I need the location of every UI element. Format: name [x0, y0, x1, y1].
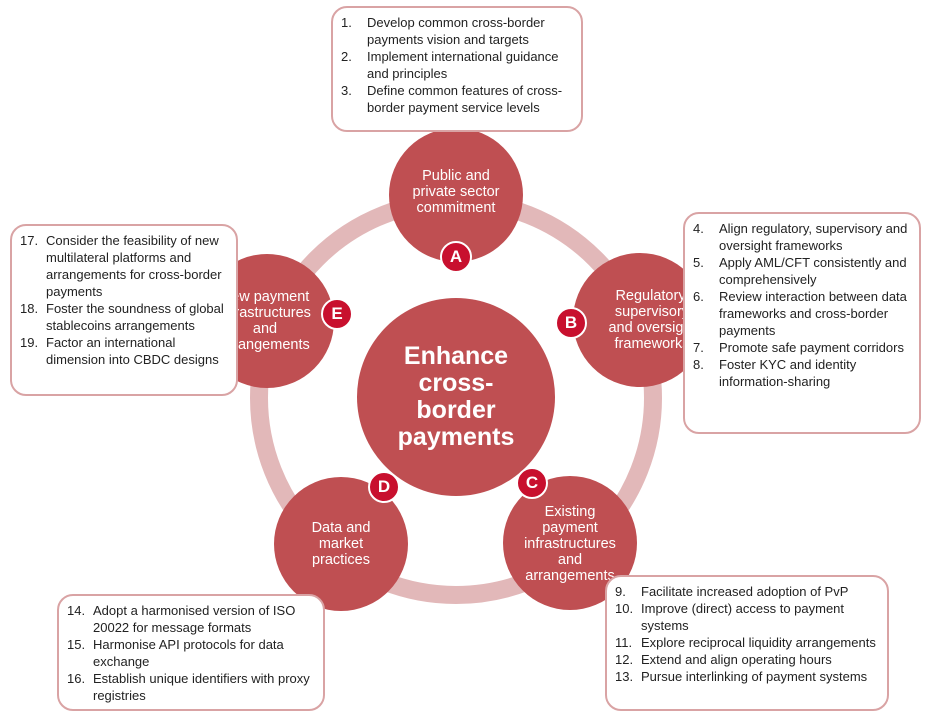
- action-item: 3.Define common features of cross-border…: [341, 83, 563, 115]
- box-e-actions: 17.Consider the feasibility of new multi…: [10, 224, 238, 396]
- action-item: 11.Explore reciprocal liquidity arrangem…: [615, 635, 876, 650]
- center-label: Enhance cross- border payments: [397, 342, 515, 451]
- badge-e: E: [321, 298, 353, 330]
- badge-c: C: [516, 467, 548, 499]
- badge-d: D: [368, 471, 400, 503]
- box-b-actions: 4.Align regulatory, supervisory and over…: [683, 212, 921, 434]
- box-a-actions: 1.Develop common cross-border payments v…: [331, 6, 583, 132]
- action-item: 10.Improve (direct) access to payment sy…: [615, 601, 845, 633]
- pillar-a-label: Public and private sector commitment: [412, 168, 500, 216]
- action-item: 18.Foster the soundness of global stable…: [20, 301, 224, 333]
- pillar-a-circle: Public and private sector commitment: [389, 128, 523, 262]
- action-item: 5.Apply AML/CFT consistently and compreh…: [693, 255, 907, 287]
- action-item: 17.Consider the feasibility of new multi…: [20, 233, 222, 299]
- pillar-c-label: Existing payment infrastructures and arr…: [524, 504, 616, 584]
- pillar-b-label: Regulatory, supervisory and oversight fr…: [608, 288, 696, 352]
- action-item: 2.Implement international guidance and p…: [341, 49, 559, 81]
- action-item: 16.Establish unique identifiers with pro…: [67, 671, 310, 703]
- badge-b: B: [555, 307, 587, 339]
- action-item: 12.Extend and align operating hours: [615, 652, 832, 667]
- action-item: 14.Adopt a harmonised version of ISO 200…: [67, 603, 296, 635]
- pillar-e-label: New payment infrastructures and arrangem…: [219, 289, 311, 353]
- action-item: 13.Pursue interlinking of payment system…: [615, 669, 868, 684]
- box-c-actions: 9.Facilitate increased adoption of PvP 1…: [605, 575, 889, 711]
- action-item: 19.Factor an international dimension int…: [20, 335, 219, 367]
- pillar-d-label: Data and market practices: [311, 520, 371, 568]
- action-item: 8.Foster KYC and identity information-sh…: [693, 357, 857, 389]
- action-item: 9.Facilitate increased adoption of PvP: [615, 584, 849, 599]
- action-item: 1.Develop common cross-border payments v…: [341, 15, 545, 47]
- action-item: 4.Align regulatory, supervisory and over…: [693, 221, 908, 253]
- center-circle: Enhance cross- border payments: [357, 298, 555, 496]
- badge-a: A: [440, 241, 472, 273]
- box-d-actions: 14.Adopt a harmonised version of ISO 200…: [57, 594, 325, 711]
- action-item: 7.Promote safe payment corridors: [693, 340, 904, 355]
- action-item: 15.Harmonise API protocols for data exch…: [67, 637, 284, 669]
- action-item: 6.Review interaction between data framew…: [693, 289, 907, 338]
